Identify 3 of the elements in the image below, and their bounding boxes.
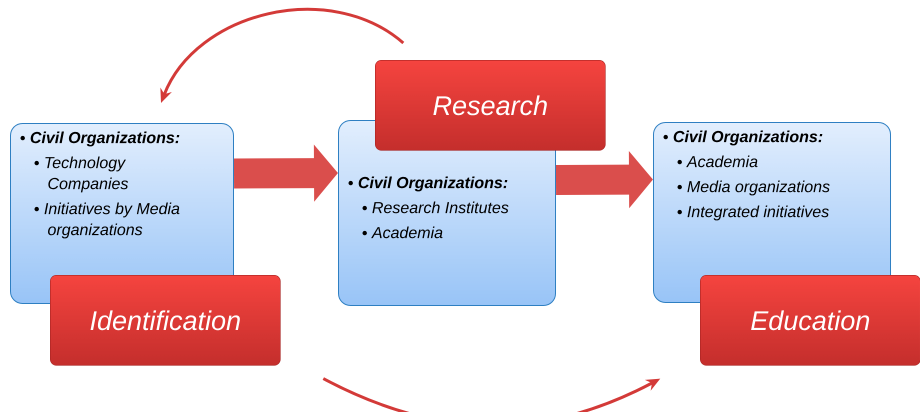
stage-box: Identification xyxy=(50,275,281,366)
stage-box: Education xyxy=(700,275,920,366)
stage-box: Research xyxy=(375,60,606,151)
